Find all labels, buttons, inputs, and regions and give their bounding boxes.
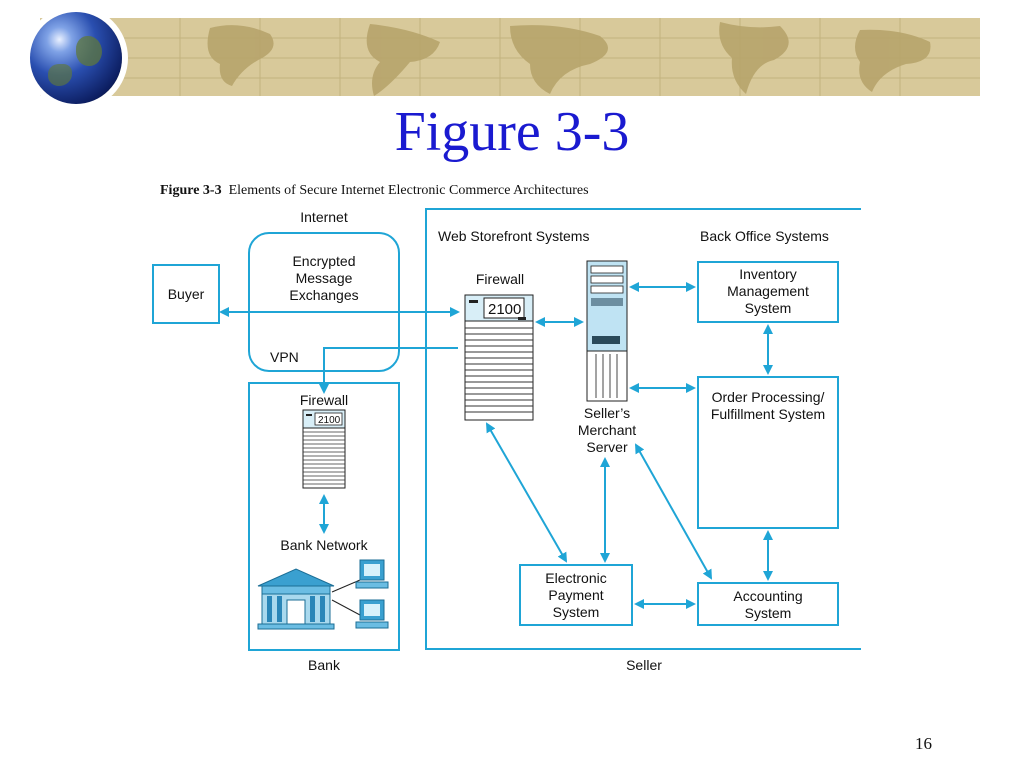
web-storefront-label: Web Storefront Systems — [438, 228, 589, 244]
globe-logo — [30, 12, 122, 104]
bank-firewall-label: Firewall — [300, 392, 348, 408]
seller-firewall-model: 2100 — [488, 301, 521, 318]
inventory-line-2: Management — [727, 283, 809, 299]
page-number: 16 — [915, 734, 932, 753]
buyer-label: Buyer — [168, 286, 205, 302]
seller-firewall-icon — [464, 294, 534, 421]
inventory-box — [697, 261, 839, 323]
message-line-2: Message — [296, 270, 353, 286]
internet-label: Internet — [300, 209, 348, 225]
accounting-line-2: System — [745, 605, 792, 621]
bank-firewall-icon — [302, 409, 346, 489]
accounting-line-1: Accounting — [733, 588, 802, 604]
firewall-payment-connector — [486, 422, 567, 563]
order-line-1: Order Processing/ — [712, 389, 825, 405]
figure-caption: Figure 3-3 Elements of Secure Internet E… — [160, 183, 589, 199]
buyer-box — [152, 264, 220, 324]
bank-firewall-model: 2100 — [318, 415, 341, 426]
seller-firewall-label: Firewall — [476, 271, 524, 287]
bank-network-lines — [331, 579, 361, 616]
back-office-label: Back Office Systems — [700, 228, 829, 244]
bank-building-icon — [257, 568, 335, 630]
bank-label: Bank — [308, 657, 341, 673]
seller-zone — [425, 208, 861, 650]
header-banner — [40, 18, 980, 96]
payment-line-3: System — [553, 604, 600, 620]
slide-title: Figure 3-3 — [394, 101, 630, 163]
payment-box — [519, 564, 633, 626]
figure-caption-text: Elements of Secure Internet Electronic C… — [228, 183, 589, 198]
order-line-2: Fulfillment System — [711, 406, 825, 422]
inventory-line-3: System — [745, 300, 792, 316]
vpn-label: VPN — [270, 349, 299, 365]
merchant-server-line-3: Server — [586, 439, 628, 455]
payment-line-2: Payment — [548, 587, 603, 603]
server-accounting-connector — [635, 443, 712, 580]
merchant-server-line-1: Seller’s — [584, 405, 630, 421]
payment-line-1: Electronic — [545, 570, 606, 586]
bank-computer-icon — [355, 559, 389, 629]
inventory-line-1: Inventory — [739, 266, 797, 282]
message-line-1: Encrypted — [292, 253, 355, 269]
seller-label: Seller — [626, 657, 662, 673]
message-line-3: Exchanges — [289, 287, 358, 303]
world-map-texture — [40, 18, 980, 96]
merchant-server-line-2: Merchant — [578, 422, 636, 438]
figure-caption-prefix: Figure 3-3 — [160, 183, 222, 198]
bank-network-label: Bank Network — [280, 537, 368, 553]
vpn-connector — [319, 347, 458, 394]
merchant-server-icon — [586, 260, 628, 402]
accounting-box — [697, 582, 839, 626]
